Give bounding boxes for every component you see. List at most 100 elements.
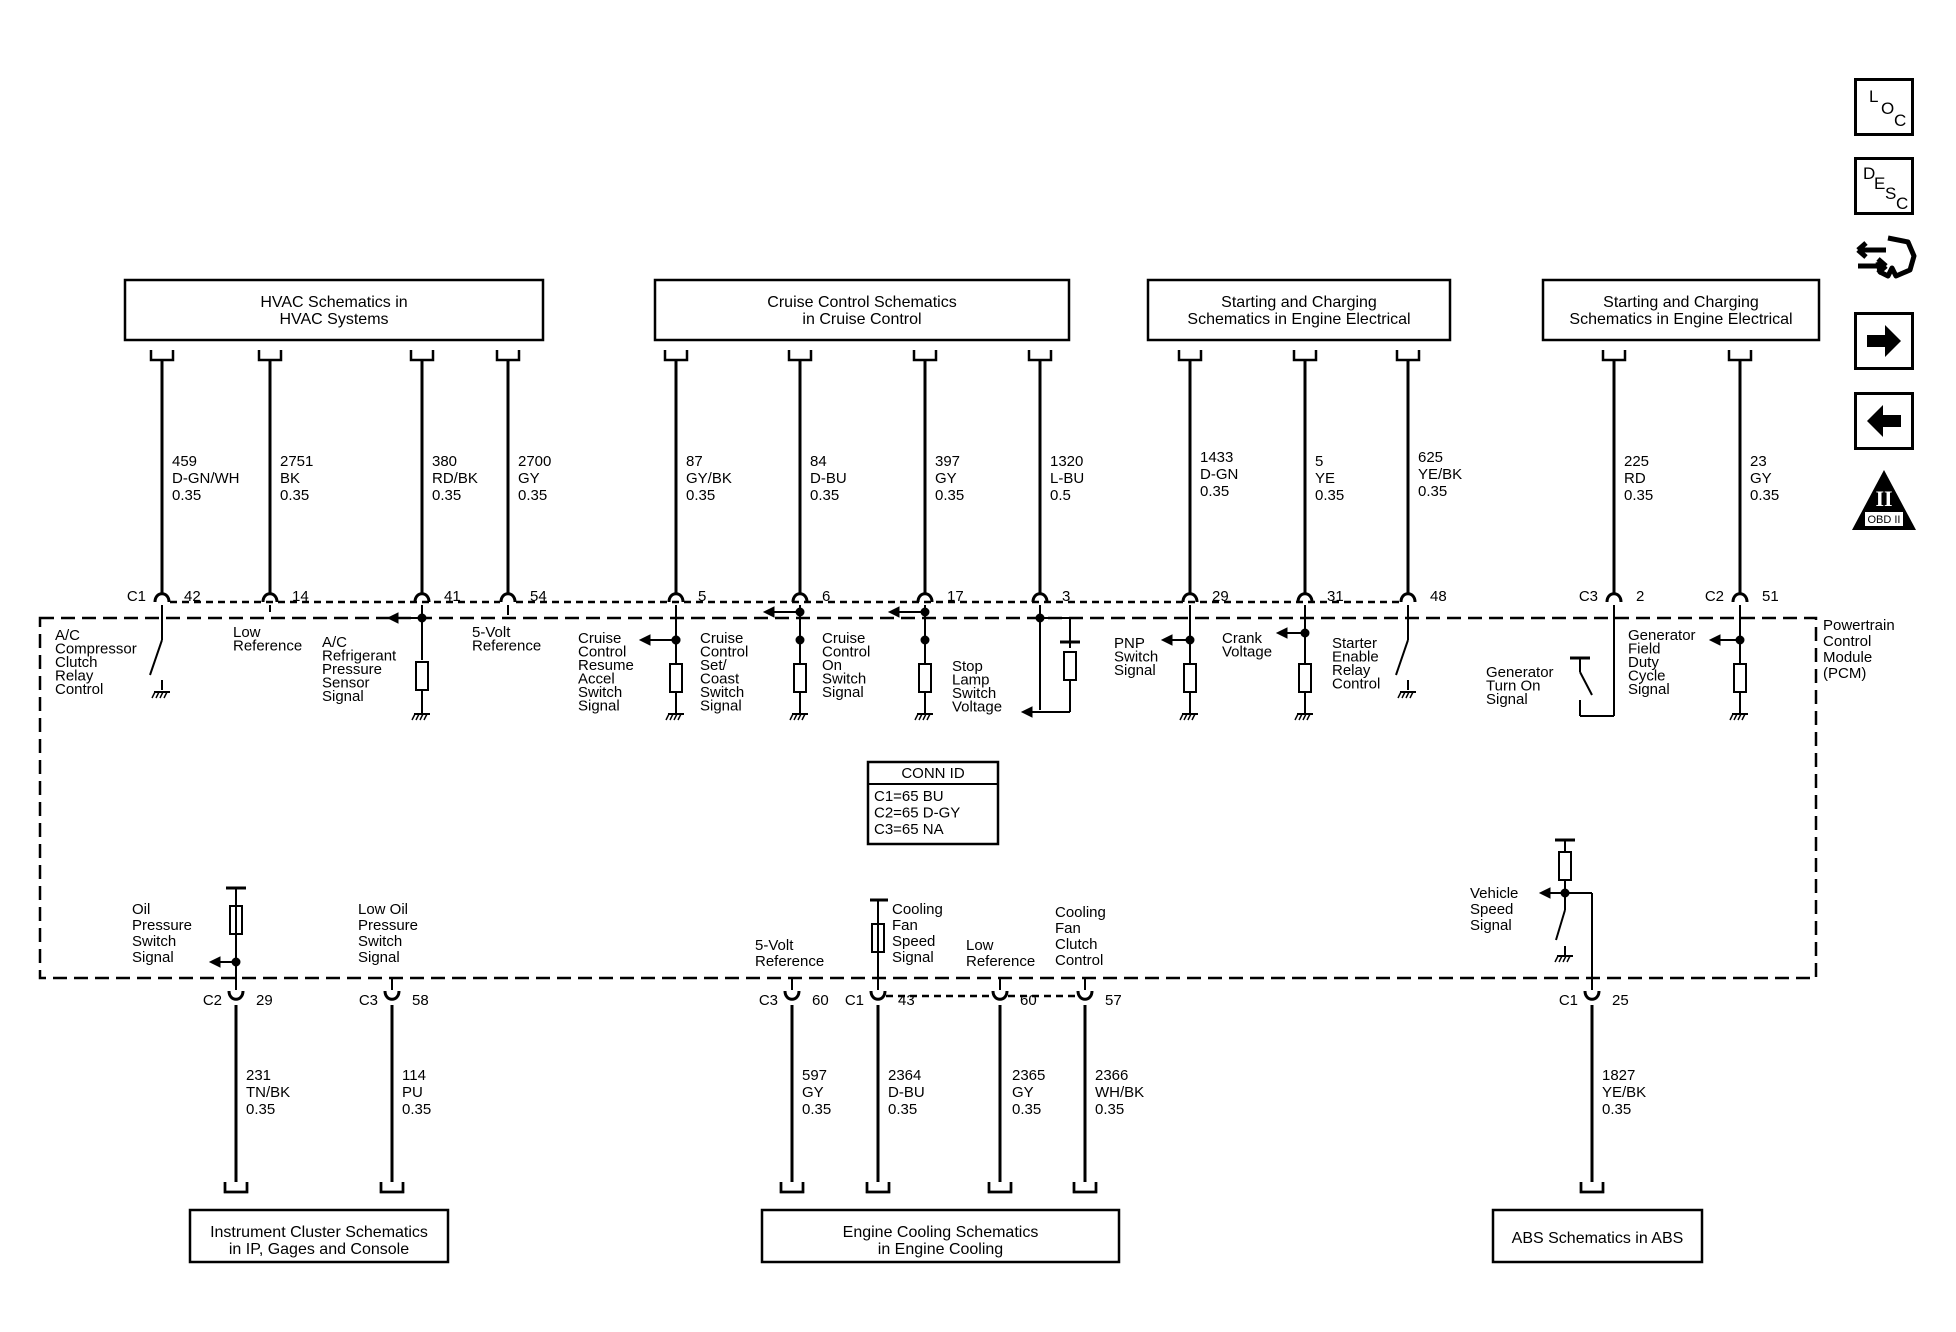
- resistor-symbol: [1733, 663, 1747, 693]
- conn-id-box: [866, 760, 1000, 846]
- hvac-box: [123, 278, 545, 342]
- wire-gauge: 0.35: [935, 487, 964, 504]
- switch-blade: [1579, 671, 1593, 696]
- desc-button[interactable]: D E S C: [1854, 157, 1914, 215]
- cooling-title-line2: in Engine Cooling: [878, 1241, 1003, 1258]
- harness-connector-symbol: [1727, 350, 1753, 362]
- harness-connector-symbol: [257, 350, 283, 362]
- signal-label-top-11: Generator: [1486, 664, 1554, 681]
- abs-box: [1491, 1208, 1704, 1264]
- obd-label: OBD II: [1867, 514, 1900, 526]
- harness-connector-symbol: [1579, 1182, 1605, 1194]
- harness-connector-symbol: [379, 1182, 405, 1194]
- harness-connector-symbol: [379, 1182, 405, 1194]
- pcm-pin-symbol: [783, 990, 801, 1001]
- wire-circuit-number: 1433: [1200, 449, 1233, 466]
- signal-label-bottom-1: Switch: [358, 933, 402, 950]
- ground-hatch: [1302, 713, 1307, 721]
- obd-button[interactable]: II OBD II: [1850, 468, 1918, 532]
- signal-label-bottom-5: Clutch: [1055, 936, 1098, 953]
- arrow-head: [762, 606, 775, 618]
- signal-label-top-7: Voltage: [952, 699, 1002, 716]
- signal-label-bottom-1: Signal: [358, 949, 400, 966]
- pin-number: 48: [1430, 588, 1447, 605]
- signal-label-top-2: Sensor: [322, 675, 370, 692]
- harness-connector-symbol: [1072, 1182, 1098, 1194]
- harness-connector-symbol: [223, 1182, 249, 1194]
- wire-gauge: 0.35: [1624, 487, 1653, 504]
- signal-label-top-9: Crank: [1222, 630, 1263, 647]
- ip-box: [188, 1208, 450, 1264]
- wire-color-code: GY: [1750, 470, 1772, 487]
- signal-label-bottom-5: Control: [1055, 952, 1103, 969]
- wire-color-code: YE: [1315, 470, 1335, 487]
- wire-color-code: L-BU: [1050, 470, 1084, 487]
- arrow-head: [887, 606, 900, 618]
- wire-color-code: YE/BK: [1418, 466, 1462, 483]
- signal-label-top-6: Switch: [822, 671, 866, 688]
- pin-number: 29: [1212, 588, 1229, 605]
- signal-label-bottom-4: Low: [966, 937, 994, 954]
- connector-view-button[interactable]: [1852, 232, 1918, 290]
- signal-label-bottom-1: Pressure: [358, 917, 418, 934]
- wire-color-code: TN/BK: [246, 1084, 290, 1101]
- wire-gauge: 0.35: [280, 487, 309, 504]
- signal-label-top-5: Control: [700, 644, 748, 661]
- loc-button[interactable]: L O C: [1854, 78, 1914, 136]
- connector-id: C2: [203, 992, 222, 1009]
- signal-label-top-3: Reference: [472, 638, 541, 655]
- ground-hatch: [789, 713, 794, 721]
- wire-color-code: D-BU: [810, 470, 847, 487]
- pin-number: 42: [184, 588, 201, 605]
- pin-number: 60: [812, 992, 829, 1009]
- back-button[interactable]: [1854, 392, 1914, 450]
- pcm-pin-symbol: [1731, 592, 1749, 603]
- starting2-title-line1: Starting and Charging: [1603, 294, 1759, 311]
- harness-connector-symbol: [1292, 350, 1318, 362]
- ground-hatch: [411, 713, 416, 721]
- loc-letter-o: O: [1881, 99, 1895, 118]
- harness-connector-symbol: [409, 350, 435, 362]
- desc-letter-c: C: [1896, 194, 1909, 213]
- harness-connector-symbol: [987, 1182, 1013, 1194]
- signal-label-top-0: Relay: [55, 668, 94, 685]
- signal-label-top-10: Enable: [1332, 649, 1379, 666]
- wire-circuit-number: 2364: [888, 1067, 921, 1084]
- signal-label-top-4: Accel: [578, 671, 615, 688]
- connector-id: C3: [1579, 588, 1598, 605]
- ground-hatch: [918, 713, 923, 721]
- signal-label-bottom-0: Signal: [132, 949, 174, 966]
- signal-label-bottom-6: Signal: [1470, 917, 1512, 934]
- pin-number: 51: [1762, 588, 1779, 605]
- pin-number: 2: [1636, 588, 1644, 605]
- signal-label-bottom-3: Fan: [892, 917, 918, 934]
- signal-label-top-2: Signal: [322, 688, 364, 705]
- forward-button[interactable]: [1854, 312, 1914, 370]
- ground-hatch: [155, 691, 160, 699]
- cruise-title-line2: in Cruise Control: [802, 311, 921, 328]
- wire-circuit-number: 597: [802, 1067, 827, 1084]
- ground-hatch: [677, 713, 682, 721]
- harness-connector-symbol: [865, 1182, 891, 1194]
- ground-hatch: [793, 713, 798, 721]
- harness-connector-symbol: [865, 1182, 891, 1194]
- conn-id-line: C3=65 NA: [874, 821, 944, 838]
- pin-number: 31: [1327, 588, 1344, 605]
- wire-circuit-number: 2365: [1012, 1067, 1045, 1084]
- conn-id-line: C1=65 BU: [874, 788, 944, 805]
- signal-label-top-7: Switch: [952, 685, 996, 702]
- harness-connector-symbol: [1177, 350, 1203, 362]
- signal-label-top-5: Switch: [700, 684, 744, 701]
- ground-hatch: [797, 713, 802, 721]
- wire-gauge: 0.35: [402, 1101, 431, 1118]
- pin-number: 3: [1062, 588, 1070, 605]
- wire-color-code: GY/BK: [686, 470, 732, 487]
- harness-connector-symbol: [987, 1182, 1013, 1194]
- desc-letter-s: S: [1885, 184, 1897, 203]
- resistor-symbol: [793, 663, 807, 693]
- resistor-symbol: [1063, 651, 1077, 681]
- pcm-pin-symbol: [1181, 592, 1199, 603]
- arrow-head: [1020, 706, 1033, 718]
- arrow-head: [208, 956, 221, 968]
- pin-number: 41: [444, 588, 461, 605]
